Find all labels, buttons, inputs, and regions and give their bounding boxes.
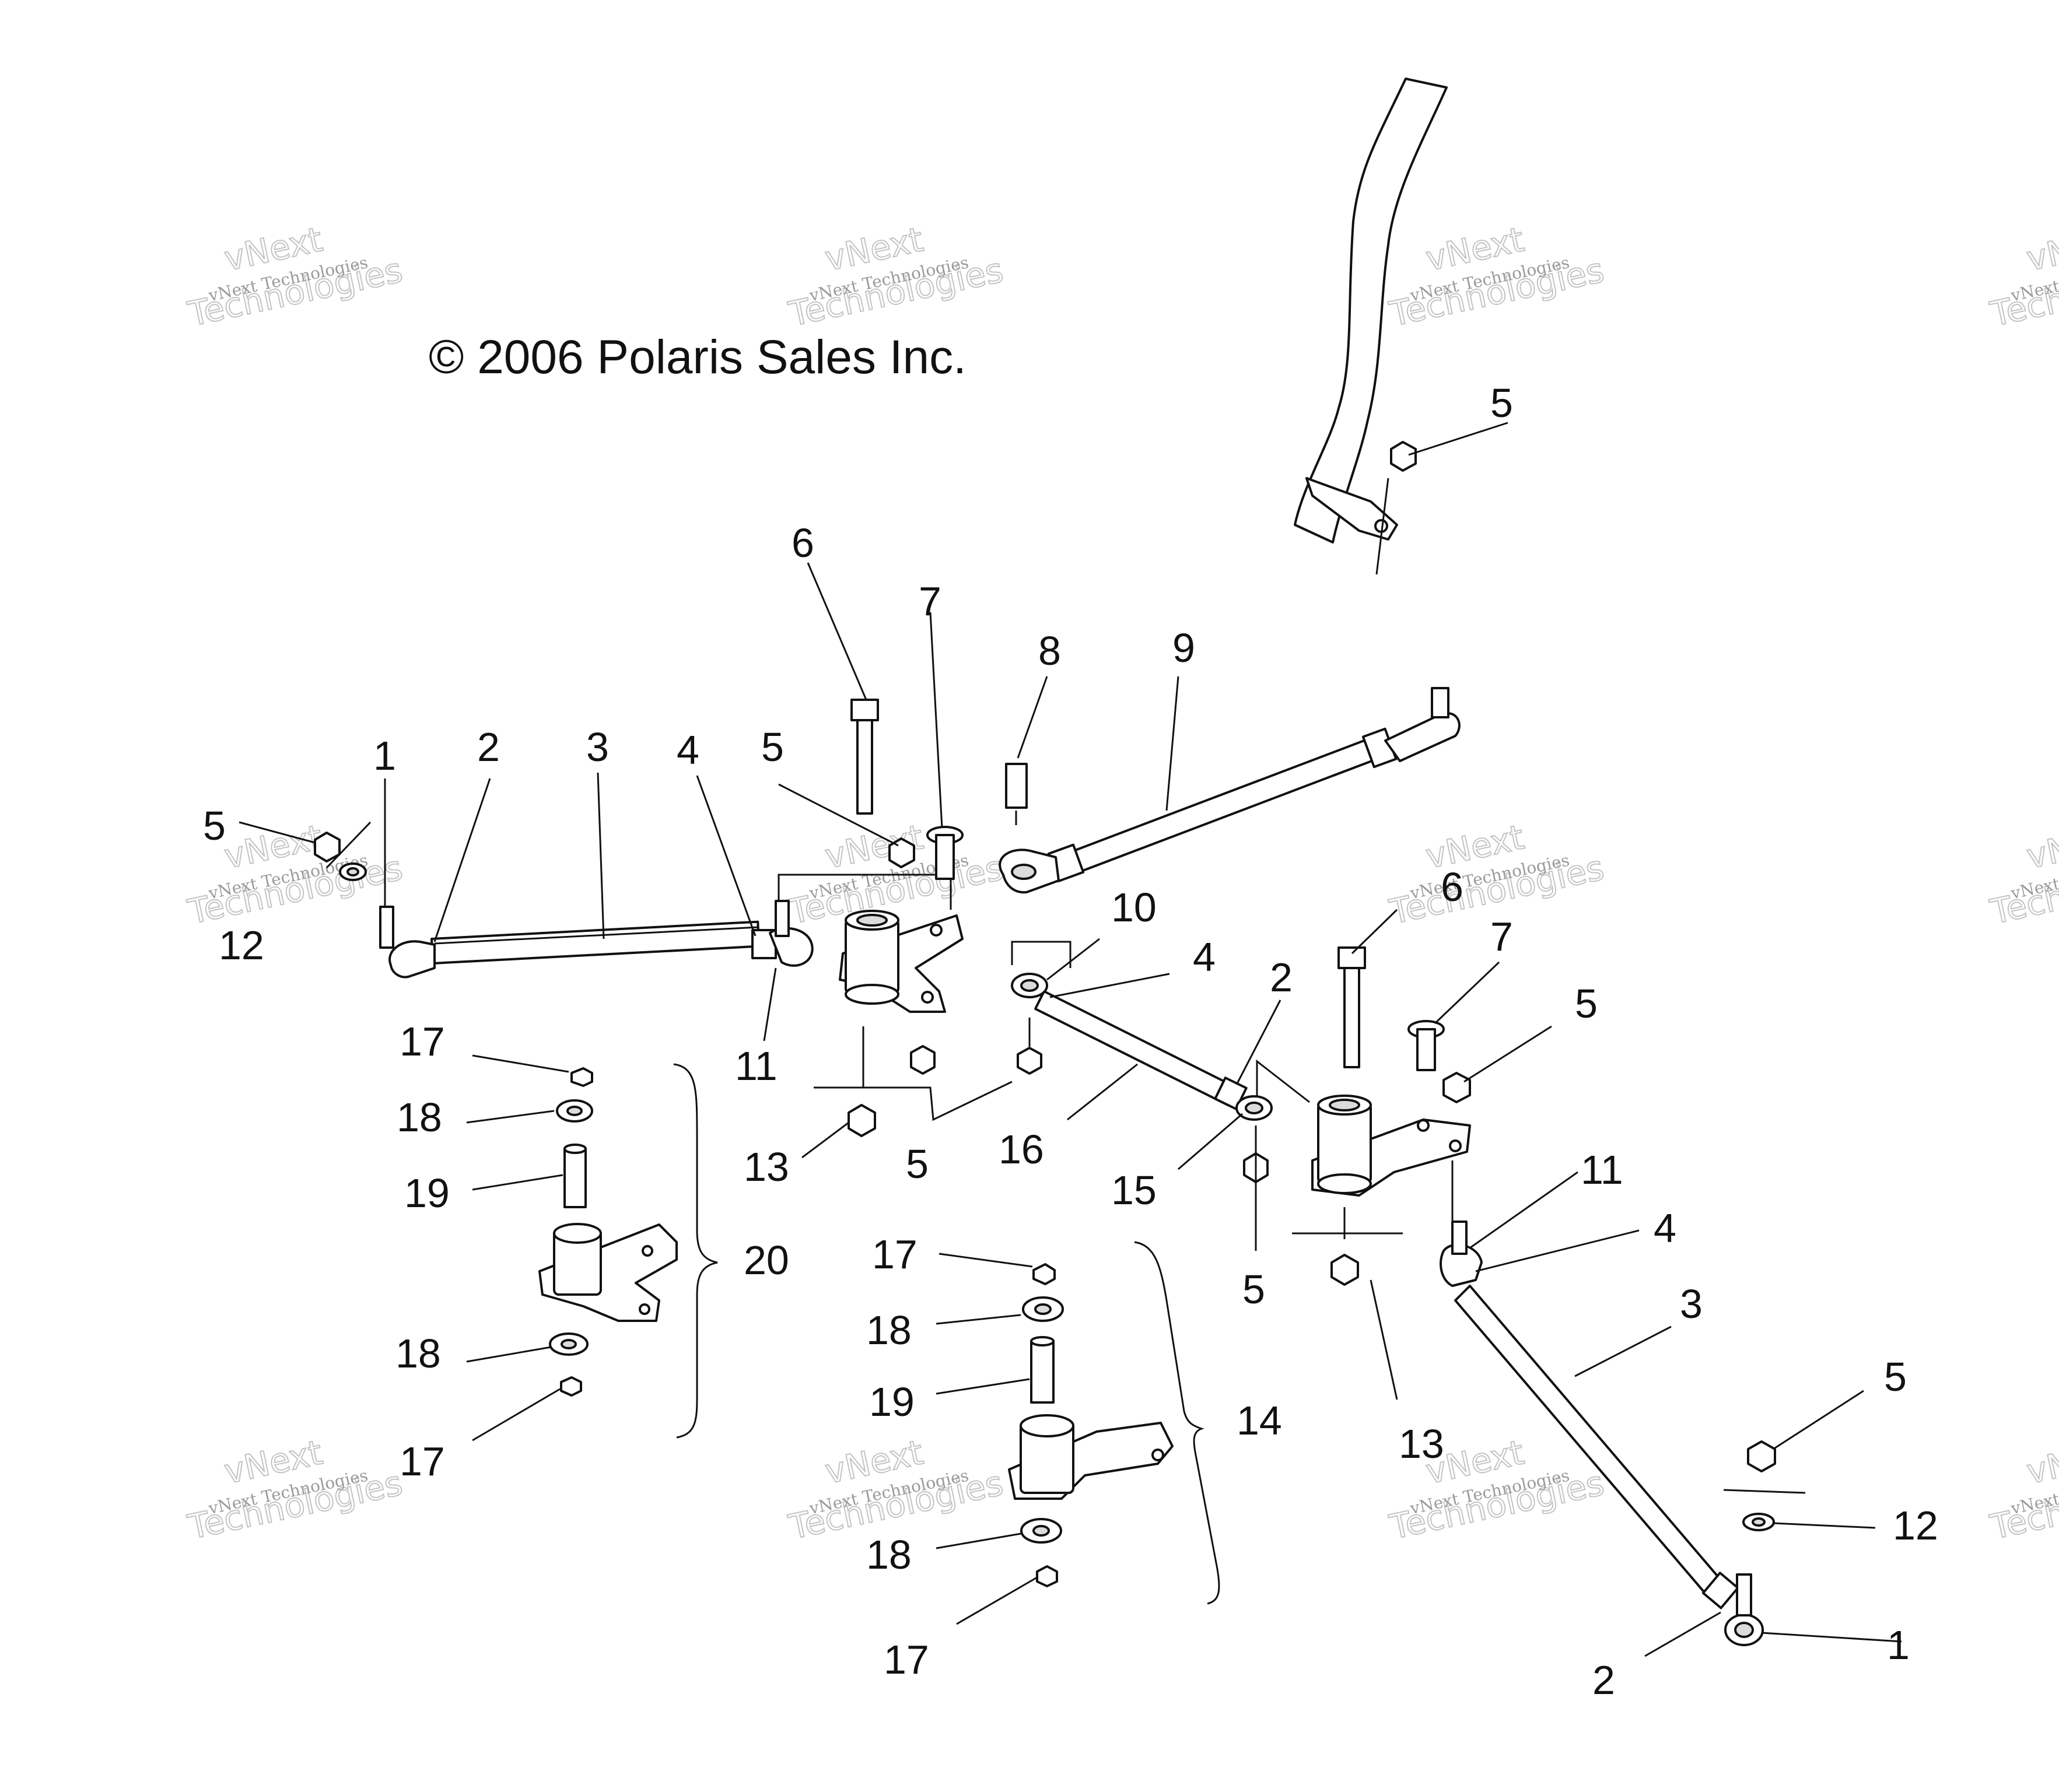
callout-11-left: 11 (735, 1043, 778, 1089)
watermark-big-1: vNext (2023, 1432, 2059, 1492)
hardware-left (314, 821, 372, 881)
center-bellcrank (778, 874, 964, 1013)
hardware-right-bottom (1243, 1125, 1403, 1286)
callout-2-center: 2 (1270, 955, 1293, 1000)
callout-10: 10 (1111, 885, 1157, 930)
callout-7-left: 7 (919, 578, 941, 624)
callout-18-bottom-center: 18 (866, 1532, 912, 1577)
left-tie-rod (379, 900, 814, 979)
callout-17-top-left: 17 (400, 1019, 445, 1064)
hardware-far-right (1723, 1440, 1806, 1531)
bolt-7-right (1407, 1020, 1445, 1071)
callout-18-bottom-left: 18 (395, 1331, 441, 1376)
callout-12-left: 12 (219, 923, 264, 968)
callout-17-top-center: 17 (872, 1232, 918, 1277)
bushing-stack-14 (1008, 1241, 1220, 1605)
callout-5-right: 5 (1575, 981, 1598, 1026)
callout-5-bottom-right: 5 (1242, 1267, 1265, 1312)
callout-8: 8 (1038, 628, 1061, 674)
callout-4-left: 4 (677, 727, 699, 773)
callout-5-far-right: 5 (1884, 1354, 1907, 1400)
hardware-center-bottom (814, 1018, 1042, 1137)
callout-18-top-center: 18 (866, 1307, 912, 1353)
callout-4-right: 4 (1654, 1205, 1676, 1251)
callout-3-left: 3 (586, 724, 609, 770)
bolt-6-right (1337, 946, 1366, 1068)
callout-15: 15 (1111, 1167, 1157, 1213)
callout-5-bottom-center: 5 (906, 1141, 929, 1187)
bushing-stack-20 (538, 1063, 718, 1439)
copyright-notice: © 2006 Polaris Sales Inc. (429, 331, 967, 384)
callout-3-right: 3 (1680, 1281, 1703, 1327)
callout-13-right: 13 (1399, 1421, 1444, 1467)
callout-18-top-left: 18 (397, 1095, 442, 1140)
callout-5-frame: 5 (1490, 380, 1513, 426)
callout-14: 14 (1237, 1398, 1282, 1443)
drag-link (999, 687, 1461, 894)
watermark-big-1: vNext (2023, 219, 2059, 279)
callout-2-left: 2 (477, 724, 500, 770)
callout-19-left: 19 (404, 1170, 450, 1216)
bolt-6-left (850, 699, 879, 815)
callout-19-center: 19 (869, 1379, 915, 1425)
callout-2-right: 2 (1592, 1657, 1615, 1703)
callout-11-right: 11 (1581, 1147, 1623, 1193)
callout-12-right: 12 (1893, 1503, 1938, 1548)
callout-7-right: 7 (1490, 914, 1513, 959)
callout-5-left: 5 (203, 803, 226, 848)
bolt-7-left (926, 826, 964, 880)
nut-5-center (888, 837, 915, 868)
callout-16: 16 (999, 1127, 1044, 1172)
callout-9: 9 (1172, 625, 1195, 671)
nut-5-right (1442, 1072, 1471, 1103)
callout-1-left: 1 (373, 733, 396, 778)
frame-tube (1294, 78, 1448, 575)
callout-17-bottom-left: 17 (400, 1439, 445, 1484)
right-tie-rod (1440, 1160, 1764, 1646)
watermark-big-1: vNext (2023, 817, 2059, 876)
bolt-8 (1005, 763, 1028, 825)
right-bellcrank (1256, 1059, 1471, 1197)
callout-5-center: 5 (761, 724, 784, 770)
callout-13-left: 13 (744, 1144, 789, 1190)
callout-6-left: 6 (792, 520, 814, 566)
callout-6-right: 6 (1441, 864, 1463, 910)
center-link-16 (1011, 941, 1273, 1121)
callout-17-bottom-center: 17 (884, 1637, 929, 1682)
callout-labels: 1 1 2 2 2 3 3 4 4 4 5 5 5 5 5 5 5 6 6 7 … (203, 380, 1938, 1703)
callout-1-right: 1 (1887, 1622, 1910, 1668)
nut-5-frame (1390, 441, 1417, 472)
callout-20: 20 (744, 1237, 789, 1283)
leader-lines (239, 422, 1902, 1657)
callout-4-center: 4 (1193, 934, 1216, 980)
